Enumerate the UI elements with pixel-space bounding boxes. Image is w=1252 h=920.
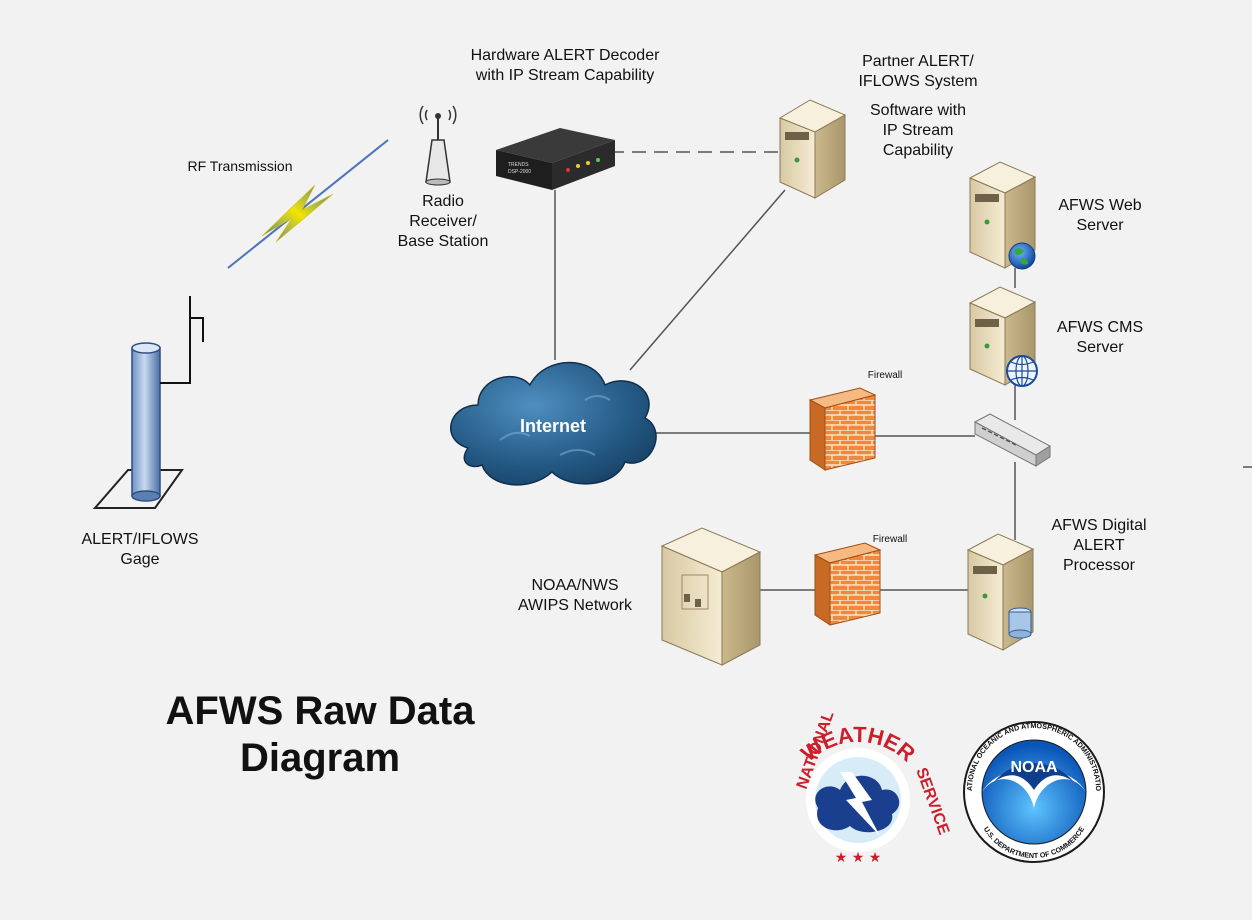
awips-label-line-1: NOAA/NWS [531,577,619,594]
radio-receiver-icon [419,105,457,186]
radio-label: Radio Receiver/ Base Station [383,192,503,252]
firewall-bottom-label: Firewall [855,534,925,547]
web-server-label-line-2: Server [1076,217,1124,234]
diagram-title-line-1: AFWS Raw Data [165,689,475,733]
gage-tower-icon [92,296,204,509]
software-label: Software with IP Stream Capability [853,101,983,161]
network-switch-icon [973,413,1051,467]
processor-label-line-1: AFWS Digital [1051,517,1147,534]
radio-label-line-3: Base Station [397,233,489,250]
internet-cloud-icon: Internet [450,361,657,486]
gage-label: ALERT/IFLOWS Gage [60,530,220,570]
firewall-top-label: Firewall [850,370,920,383]
diagram-title-line-2: Diagram [239,736,401,781]
diagram-title: AFWS Raw Data Diagram [120,688,520,782]
partner-label: Partner ALERT/ IFLOWS System [833,52,1003,92]
nws-logo: WEATHER NATIONAL SERVICE ★ ★ ★ [794,709,952,866]
processor-label: AFWS Digital ALERT Processor [1034,516,1164,576]
awips-mainframe-icon [660,527,762,666]
processor-label-line-3: Processor [1062,557,1136,574]
decoder-label-line-1: Hardware ALERT Decoder [470,47,660,64]
software-label-line-1: Software with [869,102,967,119]
partner-label-line-2: IFLOWS System [858,73,978,90]
decoder-model-label: DSP-2000 [508,169,531,175]
decoder-label-line-2: with IP Stream Capability [475,67,655,84]
partner-server-icon [778,99,847,199]
awips-label-line-2: AWIPS Network [517,597,633,614]
cms-server-label-line-1: AFWS CMS [1056,319,1144,336]
firewall-bottom-label-line-1: Firewall [872,534,908,545]
cms-server-label: AFWS CMS Server [1045,318,1155,358]
decoder-label: Hardware ALERT Decoder with IP Stream Ca… [447,46,683,86]
web-server-label: AFWS Web Server [1045,196,1155,236]
rf-label-line-1: RF Transmission [187,158,293,174]
software-label-line-2: IP Stream [882,122,954,139]
awips-label: NOAA/NWS AWIPS Network [500,576,650,616]
web-server-icon [968,161,1037,270]
gage-label-line-1: ALERT/IFLOWS [81,531,199,548]
gage-label-line-2: Gage [120,551,160,568]
firewall-bottom-icon [813,542,882,626]
firewall-top-icon [808,387,877,471]
software-label-line-3: Capability [882,142,954,159]
decoder-device-icon: TRENDS DSP-2000 [496,128,615,190]
radio-label-line-2: Receiver/ [409,213,477,230]
firewall-top-label-line-1: Firewall [867,370,903,381]
decoder-brand-label: TRENDS [508,162,529,168]
internet-label: Internet [520,416,586,436]
rf-label: RF Transmission [160,158,320,176]
processor-label-line-2: ALERT [1073,537,1125,554]
rf-lightning-icon [227,139,389,269]
radio-label-line-1: Radio [422,193,464,210]
cms-server-icon [968,286,1038,387]
partner-label-line-1: Partner ALERT/ [862,53,974,70]
nws-star-icons: ★ ★ ★ [835,850,882,866]
processor-server-icon [966,533,1035,651]
nws-right-text: SERVICE [912,766,952,838]
noaa-center-text: NOAA [1010,759,1058,776]
web-server-label-line-1: AFWS Web [1058,197,1142,214]
cms-server-label-line-2: Server [1076,339,1124,356]
